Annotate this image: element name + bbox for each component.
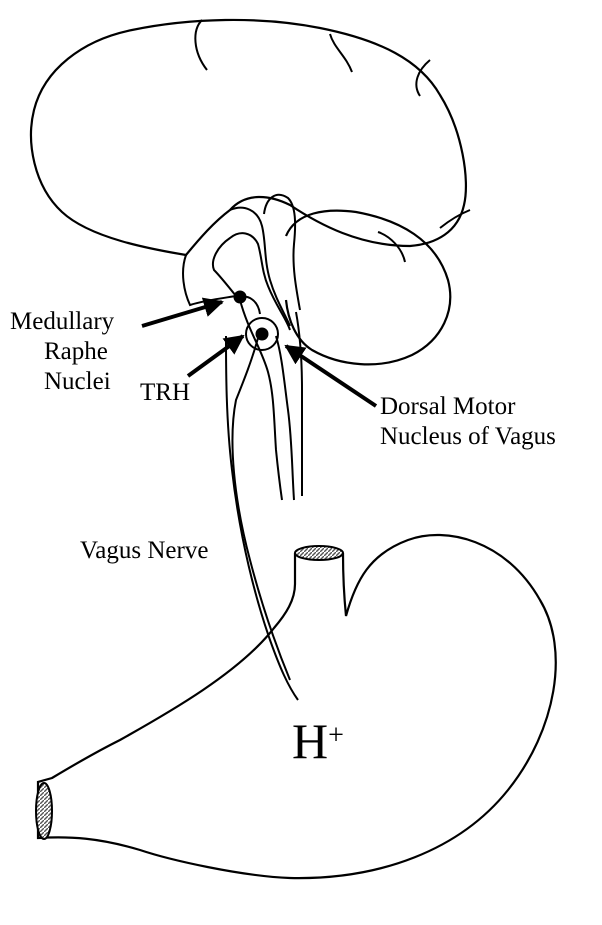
medullary-raphe-label: Medullary Raphe Nuclei xyxy=(10,307,114,397)
arrow-medullary-raphe xyxy=(142,302,222,326)
hydrogen-ion-label: H+ xyxy=(292,716,344,766)
vagus-nerve-label: Vagus Nerve xyxy=(80,536,208,566)
arrow-dorsal-motor xyxy=(286,346,376,406)
medullary-label-line-3: Nuclei xyxy=(44,367,114,397)
trh-label: TRH xyxy=(140,378,190,408)
stomach-outline xyxy=(38,535,556,878)
hydrogen-ion-base: H xyxy=(292,713,328,769)
vagus-nerve-fiber-1 xyxy=(226,336,298,700)
medullary-label-line-1: Medullary xyxy=(10,307,114,337)
thalamus-outline xyxy=(230,208,290,326)
cerebrum-fissure-2 xyxy=(330,34,352,72)
cerebrum-fissure-1 xyxy=(195,20,207,70)
cerebrum xyxy=(31,20,466,255)
dorsal-motor-label: Dorsal Motor Nucleus of Vagus xyxy=(380,392,556,452)
brainstem-outline xyxy=(183,233,290,330)
arrow-trh xyxy=(188,336,243,376)
dorsal-motor-label-line-1: Dorsal Motor xyxy=(380,392,556,422)
esophagus-lumen xyxy=(295,546,343,560)
dmv-nucleus-dot xyxy=(256,328,269,341)
pylorus-lumen xyxy=(36,783,52,839)
dorsal-motor-label-line-2: Nucleus of Vagus xyxy=(380,422,556,452)
vagus-nerve-fiber-2 xyxy=(232,338,290,680)
medullary-label-line-2: Raphe xyxy=(44,337,114,367)
cerebellum-fold xyxy=(378,232,405,262)
cerebellum xyxy=(286,211,450,365)
hydrogen-ion-charge: + xyxy=(328,720,344,751)
pons-outline xyxy=(264,195,300,310)
